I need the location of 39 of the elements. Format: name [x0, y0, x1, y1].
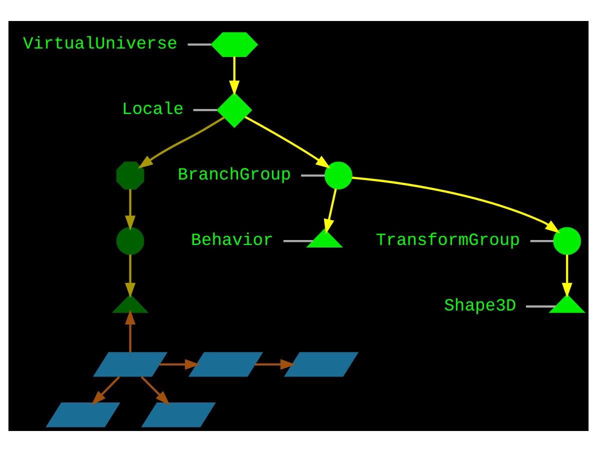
node-parallelogram — [46, 402, 120, 428]
node-parallelogram — [141, 402, 216, 428]
arrow — [140, 376, 170, 406]
node-text: BranchGroup — [178, 166, 291, 186]
node-triangle — [306, 228, 343, 248]
arrow — [244, 116, 331, 169]
node-triangle — [112, 294, 149, 313]
arrow — [138, 116, 225, 169]
arrow — [562, 254, 572, 298]
node-circle — [553, 227, 582, 255]
node-parallelogram — [188, 352, 264, 377]
arrow — [91, 376, 120, 406]
node-text: Shape3D — [444, 298, 516, 317]
arrow — [352, 176, 560, 234]
arrow — [125, 189, 136, 231]
connector — [526, 305, 556, 308]
node-text: TransformGroup — [376, 232, 520, 252]
node-text: Behavior — [191, 232, 274, 252]
arrow — [125, 309, 136, 352]
node-text: VirtualUniverse — [22, 36, 178, 55]
arrow — [324, 188, 337, 234]
node-circle — [116, 227, 144, 255]
connector — [301, 174, 326, 177]
connector — [283, 240, 313, 242]
node-parallelogram — [92, 352, 168, 377]
node-hexagon — [210, 32, 258, 57]
arrow — [254, 359, 296, 370]
node-text: Locale — [122, 101, 184, 120]
arrow — [125, 254, 136, 298]
arrow — [229, 56, 240, 96]
connector — [530, 240, 554, 242]
arrow — [159, 359, 200, 370]
node-octagon — [116, 162, 144, 190]
connector — [193, 109, 218, 112]
node-circle — [324, 162, 352, 190]
node-diamond — [216, 92, 252, 128]
node-triangle — [548, 294, 586, 313]
connector — [188, 44, 212, 46]
node-parallelogram — [284, 352, 359, 377]
